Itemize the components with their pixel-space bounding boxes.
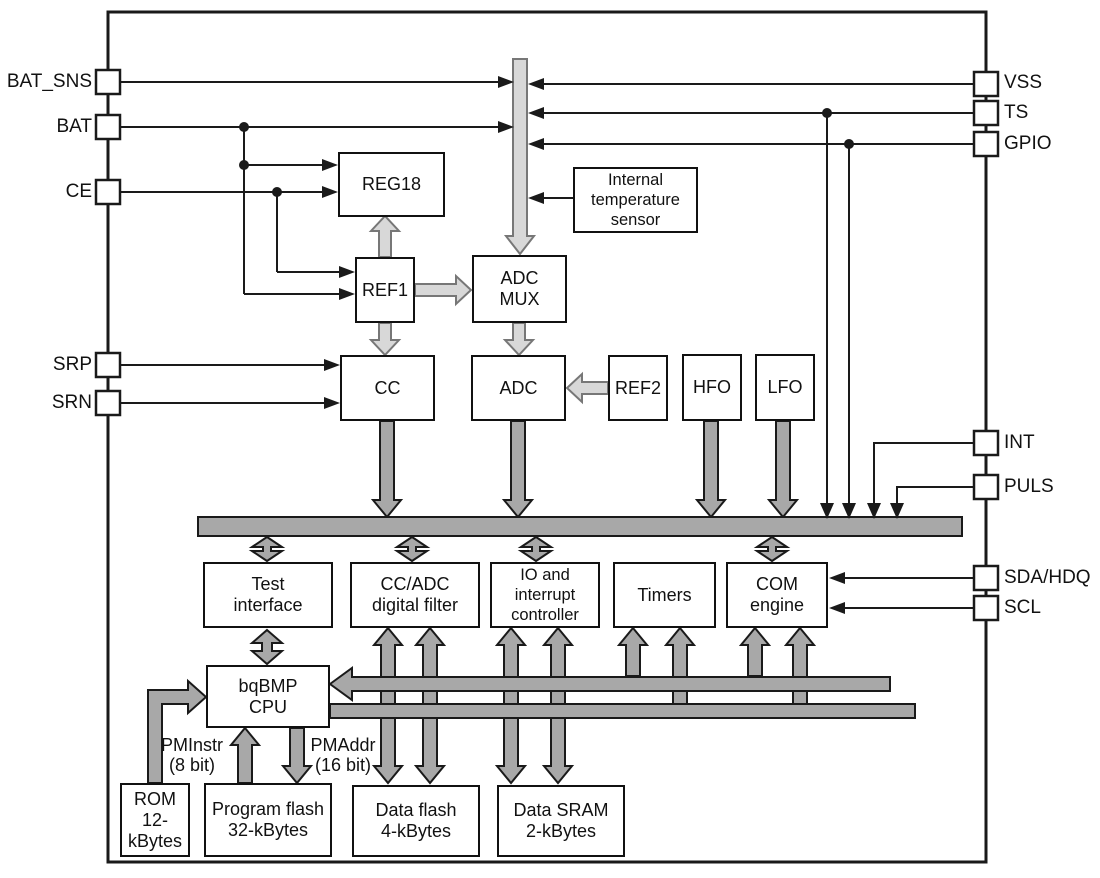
arrow-bus2-to-com bbox=[783, 626, 817, 705]
pin-square-int bbox=[972, 429, 1000, 457]
pin-square-scl bbox=[972, 594, 1000, 622]
block-test-interface: Test interface bbox=[203, 562, 333, 628]
arrow-hfo-to-bus bbox=[694, 420, 728, 519]
label-pmaddr: PMAddr (16 bit) bbox=[310, 735, 376, 775]
pin-label-bat: BAT bbox=[56, 116, 92, 137]
biarrow-bus-io-interrupt bbox=[517, 535, 555, 563]
pin-square-srp bbox=[94, 351, 122, 379]
block-rom: ROM 12- kBytes bbox=[120, 783, 190, 857]
arrow-bus2-to-timers bbox=[663, 626, 697, 705]
light-gray-arrows bbox=[368, 58, 609, 405]
arrow-ref2-to-adc bbox=[565, 371, 609, 405]
biarrow-bus-cc-adc-filter bbox=[393, 535, 431, 563]
block-bqbmp-cpu: bqBMP CPU bbox=[206, 665, 330, 728]
arrow-ref1-to-adcmux bbox=[414, 273, 473, 307]
thin-line-arrowheads bbox=[322, 76, 904, 614]
adc-mux-input-bar-arrow bbox=[503, 58, 537, 256]
block-adc: ADC bbox=[471, 355, 566, 421]
pin-square-sda-hdq bbox=[972, 564, 1000, 592]
block-program-flash: Program flash 32-kBytes bbox=[204, 783, 332, 857]
arrow-ref1-to-cc bbox=[368, 322, 402, 357]
pin-squares bbox=[94, 68, 1000, 622]
pin-label-ts: TS bbox=[1004, 102, 1029, 123]
pin-square-vss bbox=[972, 70, 1000, 98]
arrow-lfo-to-bus bbox=[766, 420, 800, 519]
biarrow-bus-com-engine bbox=[753, 535, 791, 563]
biarrow-test-interface-cpu bbox=[249, 628, 285, 666]
block-ref2: REF2 bbox=[608, 355, 668, 421]
pin-square-puls bbox=[972, 473, 1000, 501]
block-timers: Timers bbox=[613, 562, 716, 628]
arrow-ref1-to-reg18 bbox=[368, 214, 402, 258]
pin-label-scl: SCL bbox=[1004, 597, 1041, 618]
pin-label-bat-sns: BAT_SNS bbox=[6, 71, 92, 92]
gray-bus-arrows bbox=[147, 420, 963, 785]
block-hfo: HFO bbox=[682, 354, 742, 421]
pin-label-vss: VSS bbox=[1004, 72, 1043, 93]
arrow-cc-to-bus bbox=[370, 420, 404, 519]
pin-square-ce bbox=[94, 178, 122, 206]
arrow-adcmux-to-adc bbox=[502, 322, 536, 357]
arrow-cpu-to-progflash-pmaddr bbox=[280, 727, 314, 785]
pin-label-ce: CE bbox=[65, 181, 92, 202]
pin-label-int: INT bbox=[1004, 432, 1035, 453]
pin-label-sda-hdq: SDA/HDQ bbox=[1004, 567, 1091, 588]
cpu-data-bus-2 bbox=[329, 703, 916, 719]
pin-label-gpio: GPIO bbox=[1004, 133, 1052, 154]
pin-square-bat bbox=[94, 113, 122, 141]
pin-square-ts bbox=[972, 99, 1000, 127]
label-pminstr: PMInstr (8 bit) bbox=[160, 735, 223, 775]
arrow-adc-to-bus bbox=[501, 420, 535, 519]
block-cc: CC bbox=[340, 355, 435, 421]
junction-dots bbox=[239, 108, 854, 197]
arrow-bus1-to-com bbox=[738, 626, 772, 677]
pin-square-bat-sns bbox=[94, 68, 122, 96]
pin-square-gpio bbox=[972, 130, 1000, 158]
thin-signal-lines bbox=[120, 81, 974, 609]
line-int-to-bus bbox=[873, 442, 974, 504]
block-reg18: REG18 bbox=[338, 152, 445, 217]
arrow-bus1-to-timers bbox=[616, 626, 650, 677]
block-io-interrupt-controller: IO and interrupt controller bbox=[490, 562, 600, 628]
block-data-flash: Data flash 4-kBytes bbox=[352, 785, 480, 857]
cpu-data-bus-1 bbox=[328, 666, 891, 702]
pin-label-srp: SRP bbox=[52, 354, 92, 375]
pin-label-srn: SRN bbox=[51, 392, 92, 413]
line-puls-to-bus bbox=[896, 486, 974, 504]
main-data-bus bbox=[197, 516, 963, 537]
block-cc-adc-digital-filter: CC/ADC digital filter bbox=[350, 562, 480, 628]
pin-label-puls: PULS bbox=[1004, 476, 1054, 497]
arrow-rom-to-cpu-pminstr bbox=[147, 678, 208, 784]
block-lfo: LFO bbox=[755, 354, 815, 421]
block-com-engine: COM engine bbox=[726, 562, 828, 628]
block-internal-temp-sensor: Internal temperature sensor bbox=[573, 167, 698, 233]
biarrow-bus-test-interface bbox=[248, 535, 286, 563]
block-data-sram: Data SRAM 2-kBytes bbox=[497, 785, 625, 857]
block-adc-mux: ADC MUX bbox=[472, 255, 567, 323]
block-ref1: REF1 bbox=[355, 257, 415, 323]
pin-square-srn bbox=[94, 389, 122, 417]
